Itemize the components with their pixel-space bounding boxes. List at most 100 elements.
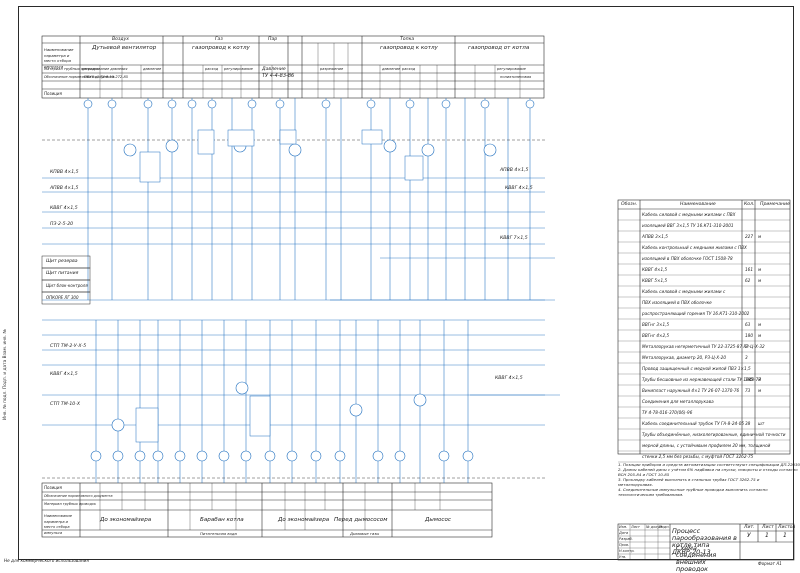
bom-row-qty: 161 <box>745 267 753 272</box>
header-group-4-title: Топка <box>400 37 415 42</box>
bom-row-note: м <box>758 322 762 327</box>
footer-group-2: Барабан котла <box>200 517 244 523</box>
note-line: 4. Соединительные импульсные трубные про… <box>618 487 768 492</box>
callout-left-5: СТП ТМ-2-У-Х-5 <box>50 344 87 349</box>
bom-row-name: Винипласт наружный 4×1 ТУ 26-07-1370-76 <box>642 388 740 393</box>
bom-row-qty: 63 <box>745 322 751 327</box>
note-line: 1. Позиции приборов и средств автоматиза… <box>618 462 800 467</box>
header-sub-4: регулирование <box>224 67 253 71</box>
bom-row-name: изоляцией в ПВХ оболочке ГОСТ 1508-78 <box>642 256 733 261</box>
footer-group-5: Дымосос <box>425 517 452 523</box>
bom-row-name: Кабель контрольный с медными жилами с ПВ… <box>642 245 747 250</box>
callout-left-1: КПВВ 4×1,5 <box>50 170 79 175</box>
bom-row-name: Трубы объединённые, низколегированные, е… <box>642 432 786 437</box>
upper-signal-lines <box>87 98 531 300</box>
header-group-2-title: Газ <box>215 37 223 42</box>
bom-row-note: шт <box>758 421 765 426</box>
drawing-sheet <box>18 6 794 560</box>
bom-row-name: ТУ 4-78-016-370(06)-96 <box>642 410 693 415</box>
bom-row-name: Металлорукав негерметичный ТУ 22-3725-87… <box>642 344 765 349</box>
panel-row-boxes <box>41 255 91 305</box>
footer-group-3: До экономайзера <box>278 517 330 523</box>
callout-left-4: ПЗ-2-5-20 <box>50 222 74 227</box>
bom-row-name: мерной длины, с устойчивым профилем 20 м… <box>642 443 771 448</box>
bom-row-qty: 73 <box>745 388 751 393</box>
bom-row-name: Кабель силовой с медными жилами с ПВХ <box>642 212 736 217</box>
bom-row-qty: 62 <box>745 278 751 283</box>
callout-left-6: КВВГ 4×1,5 <box>50 372 78 377</box>
bom-row-name: Кабель соединительный трубок ТУ ГА-8-24-… <box>642 421 745 426</box>
bom-row-note: м <box>758 278 762 283</box>
title-sheets: 1 <box>783 532 787 539</box>
header-sub-2: давление <box>143 67 162 71</box>
header-sub-8: регулирование <box>497 67 526 71</box>
bom-row-qty: 385 <box>745 377 753 382</box>
header-sub-3: расход <box>205 67 219 71</box>
header-label-param: Наименование параметра и место отбора им… <box>44 47 74 69</box>
bom-row-name: Трубы бесшовные из нержавеющей стали ТУ … <box>642 377 761 382</box>
bottom-left-note: Не для коммерческого использования <box>4 558 89 563</box>
bom-row-name: ВВГнг 4×2,5 <box>642 333 670 338</box>
header-group-3-title: Пар <box>268 37 278 42</box>
note-line: 3. Прокладку кабелей выполнять в стальны… <box>618 477 760 482</box>
note-line: 2. Длины кабелей даны с учётом 6% надбав… <box>618 467 798 472</box>
bom-row-qty: 2 <box>745 344 748 349</box>
title-block-label: Лист <box>631 525 640 529</box>
header-label-norm: Обозначение нормативного документа <box>44 75 115 79</box>
title-lit: У <box>747 532 751 539</box>
bom-row-qty: 180 <box>745 333 753 338</box>
header-label-material: Материал трубных проводок <box>44 67 100 71</box>
row-label-opkore: ОПКОРЕ ЛГ 300 <box>46 295 79 300</box>
header-sub-1: регулирование давления <box>82 67 128 71</box>
bom-row-name: Соединения для металлорукава <box>642 399 714 404</box>
callout-mid-3: КВВГ 7×1,5 <box>500 236 528 241</box>
notes-block: 1. Позиции приборов и средств автоматиза… <box>618 462 800 497</box>
bom-row-name: КВВГ 5×1,5 <box>642 278 668 283</box>
bom-row-note: м <box>758 388 762 393</box>
footer-label-position: Позиция <box>44 485 62 490</box>
footer-group-1: До экономайзера <box>100 517 152 523</box>
terminal-blocks-bottom <box>135 395 271 443</box>
title-col-sheets: Листов <box>778 525 796 530</box>
footer-label-param: Наименование параметра и место отбора им… <box>44 514 72 535</box>
footer-group-4: Перед дымососом <box>334 517 388 523</box>
footer-sub-1: Питательная вода <box>200 531 237 536</box>
bom-row-qty: 227 <box>745 234 753 239</box>
header-spec-center: ТУ 4-4-83-86 <box>262 73 295 79</box>
title-col-lit: Лит. <box>744 525 755 530</box>
bom-row-note: м <box>758 333 762 338</box>
bom-row-name: стенки 2,5 мм без резьбы, с муфтой ГОСТ … <box>642 454 754 459</box>
callout-mid-2: КВВГ 4×1,5 <box>505 186 533 191</box>
footer-label-material: Материал трубных проводок <box>44 502 96 506</box>
callout-left-2: АПВВ 4×1,5 <box>50 186 79 191</box>
row-label-block: Щит блок-контроля <box>46 283 88 288</box>
header-group-2-sub: газопровод к котлу <box>192 45 250 51</box>
header-label-position: Позиция <box>44 91 62 96</box>
bom-row-qty: 3 <box>745 355 748 360</box>
title-sheet-name: Схема соединения внешних проводок <box>676 544 717 573</box>
header-group-4-sub: газопровод к котлу <box>380 45 438 51</box>
bom-row-name: ПВХ изоляцией в ПВХ оболочке <box>642 300 712 305</box>
header-group-3-sub: Давление <box>262 67 286 72</box>
title-sheet: 1 <box>765 532 769 539</box>
bom-row-name: Металлорукав, диаметр 20, РЗ-Ц-Х-20 <box>642 355 726 360</box>
title-block-label: Дата <box>619 531 629 535</box>
callout-left-3: КВВГ 4×1,5 <box>50 206 78 211</box>
bom-col-ref: Обозн. <box>621 202 638 207</box>
title-block-label: Изм. <box>619 525 628 529</box>
bom-row-name: ВВГнг 3×1,5 <box>642 322 670 327</box>
note-line: ВСН 205-84 и ГОСТ 10-85 <box>618 472 670 477</box>
horizontal-buses <box>42 177 545 426</box>
note-line: технологическим требованиям. <box>618 492 684 497</box>
title-block-label: Н.контр. <box>619 549 635 553</box>
footer-label-norm: Обозначение нормативного документа <box>44 494 113 498</box>
title-block-label: Разраб. <box>619 537 633 541</box>
bom-col-name: Наименование <box>680 202 716 207</box>
header-sub-5: разрежение <box>320 67 344 71</box>
row-label-reserve: Щит резерва <box>46 259 78 264</box>
bom-row-note: м <box>758 234 762 239</box>
bom-row-name: изоляцией ВВГ 3×1,5 ТУ 16.К71-310-2001 <box>642 223 734 228</box>
bom-col-qty: Кол. <box>744 202 755 207</box>
header-spec-right: полиэтиленовая <box>500 75 532 79</box>
